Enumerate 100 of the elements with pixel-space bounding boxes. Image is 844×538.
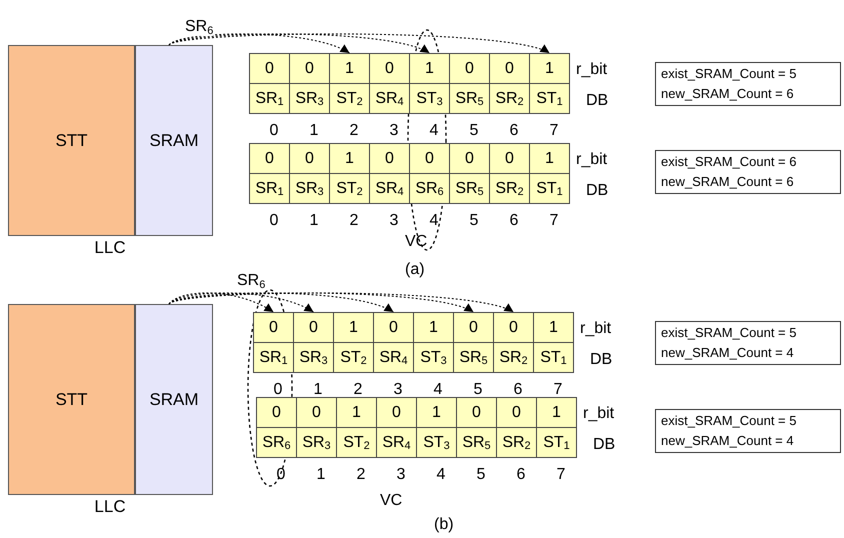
cell-value: 0 bbox=[305, 58, 314, 78]
cell-value: 1 bbox=[545, 148, 554, 168]
row-label: DB bbox=[586, 92, 608, 109]
table-cell bbox=[329, 143, 370, 174]
edge-label: SR$_{6}$ bbox=[185, 18, 214, 36]
table-cell bbox=[536, 397, 577, 428]
stt-region bbox=[8, 304, 135, 495]
counter-text: exist_SRAM_Count = 5 bbox=[661, 324, 798, 342]
table-cell bbox=[373, 342, 414, 373]
cell-value: 0 bbox=[509, 318, 518, 338]
cache-label: LLC bbox=[93, 236, 127, 258]
row-label: r_bit bbox=[580, 320, 612, 337]
table-cell bbox=[449, 143, 490, 174]
table-cell bbox=[293, 312, 334, 343]
cell-value: SRAM bbox=[149, 130, 199, 152]
arrow bbox=[168, 292, 274, 312]
table-cell bbox=[449, 173, 490, 204]
cache-label: LLC bbox=[93, 496, 127, 518]
cell-value: ST$_{3}$ bbox=[420, 348, 447, 370]
table-cell bbox=[376, 397, 417, 428]
table-cell bbox=[489, 143, 530, 174]
cell-value: STT bbox=[55, 388, 88, 411]
cell-value: SR$_{5}$ bbox=[455, 88, 484, 110]
cell-value: SR$_{5}$ bbox=[462, 432, 491, 454]
counter-text: new_SRAM_Count = 4 bbox=[661, 344, 795, 362]
cell-value: SR$_{5}$ bbox=[455, 178, 484, 200]
cell-value: 1 bbox=[549, 318, 558, 338]
table-cell bbox=[289, 83, 330, 114]
cell-value: 0 bbox=[505, 58, 514, 78]
index-number: 2 bbox=[350, 122, 358, 139]
table-cell bbox=[253, 312, 294, 343]
table-cell bbox=[296, 427, 337, 458]
table-cell bbox=[493, 342, 534, 373]
index-number: 6 bbox=[510, 122, 518, 139]
table-cell bbox=[449, 83, 490, 114]
cell-value: 0 bbox=[389, 318, 398, 338]
index-number: 0 bbox=[274, 381, 282, 398]
table-cell bbox=[369, 53, 410, 84]
index-number: 3 bbox=[396, 466, 406, 483]
index-number: 7 bbox=[554, 381, 562, 398]
cell-value: SR$_{4}$ bbox=[375, 88, 404, 110]
table-cell bbox=[533, 312, 574, 343]
table-cell bbox=[413, 312, 454, 343]
cell-value: 0 bbox=[385, 148, 394, 168]
index-number: 5 bbox=[476, 466, 486, 483]
table-cell bbox=[376, 427, 417, 458]
table-cell bbox=[293, 342, 334, 373]
table-cell bbox=[249, 83, 290, 114]
index-number: 4 bbox=[430, 212, 438, 229]
table-cell bbox=[453, 312, 494, 343]
table-cell bbox=[289, 143, 330, 174]
cell-value: 0 bbox=[469, 318, 478, 338]
arrow bbox=[168, 34, 430, 54]
table-cell bbox=[329, 83, 370, 114]
index-number: 3 bbox=[390, 212, 398, 229]
cell-value: ST$_{2}$ bbox=[340, 348, 367, 370]
cell-value: ST$_{1}$ bbox=[536, 88, 563, 110]
index-number: 2 bbox=[356, 466, 366, 483]
table-cell bbox=[329, 173, 370, 204]
table-cell bbox=[256, 397, 297, 428]
counter-box bbox=[655, 321, 841, 365]
table-cell bbox=[529, 83, 570, 114]
index-number: 2 bbox=[354, 381, 362, 398]
table-cell bbox=[529, 53, 570, 84]
cell-value: SR$_{4}$ bbox=[382, 432, 411, 454]
sram-region bbox=[135, 45, 213, 236]
table-cell bbox=[449, 53, 490, 84]
index-number: 3 bbox=[390, 122, 398, 139]
row-label: DB bbox=[586, 182, 608, 199]
index-number: 6 bbox=[510, 212, 518, 229]
table-cell bbox=[529, 173, 570, 204]
cell-value: 1 bbox=[552, 402, 561, 422]
index-number: 2 bbox=[350, 212, 358, 229]
index-number: 4 bbox=[430, 122, 438, 139]
index-number: 5 bbox=[470, 122, 478, 139]
index-number: 6 bbox=[516, 466, 526, 483]
index-number: 1 bbox=[310, 122, 318, 139]
table-cell bbox=[413, 342, 454, 373]
index-number: 6 bbox=[514, 381, 522, 398]
table-cell bbox=[536, 427, 577, 458]
row-label: r_bit bbox=[576, 151, 608, 168]
table-cell bbox=[529, 143, 570, 174]
table-cell bbox=[296, 397, 337, 428]
table-cell bbox=[369, 173, 410, 204]
cell-value: SR$_{2}$ bbox=[495, 178, 524, 200]
counter-box bbox=[655, 62, 841, 106]
table-caption: VC bbox=[405, 233, 428, 250]
table-cell bbox=[496, 397, 537, 428]
cell-value: 1 bbox=[345, 148, 354, 168]
row-label: r_bit bbox=[576, 61, 608, 78]
cell-value: SR$_{2}$ bbox=[495, 88, 524, 110]
table-cell bbox=[369, 83, 410, 114]
cell-value: ST$_{3}$ bbox=[416, 88, 443, 110]
table-cell bbox=[416, 397, 457, 428]
cell-value: SR$_{1}$ bbox=[255, 88, 284, 110]
cell-value: 0 bbox=[505, 148, 514, 168]
cell-value: ST$_{1}$ bbox=[543, 432, 570, 454]
cell-value: 0 bbox=[465, 58, 474, 78]
table-cell bbox=[456, 427, 497, 458]
cell-value: ST$_{2}$ bbox=[336, 178, 363, 200]
